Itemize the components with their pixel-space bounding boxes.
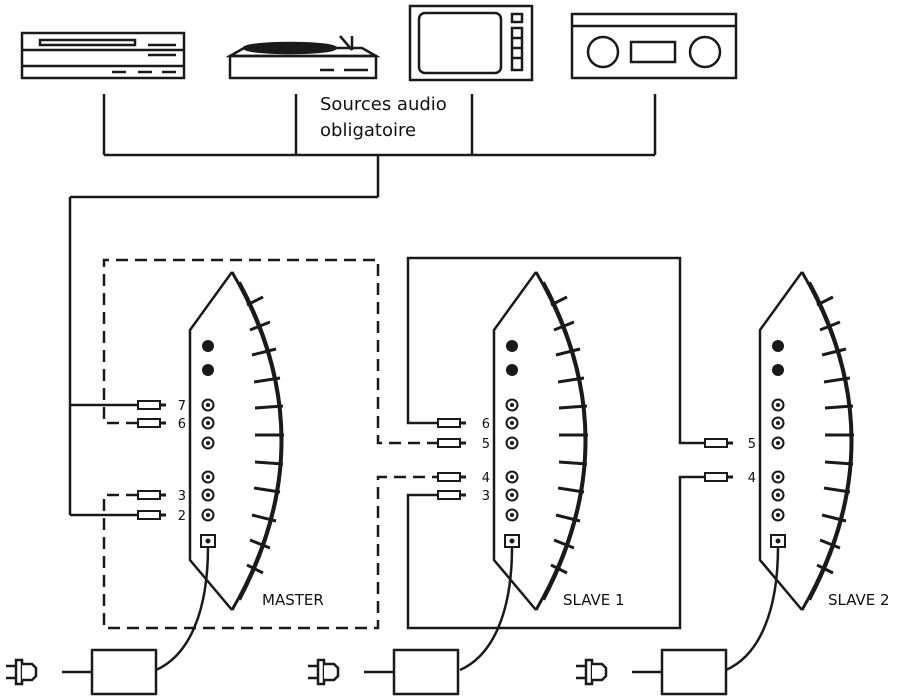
slave1-label: SLAVE 1 (563, 591, 625, 609)
slave1-port-label: 5 (482, 437, 490, 452)
slave1-wall-plug-icon (306, 658, 340, 686)
slave1-speaker (492, 270, 590, 612)
power-cords (62, 546, 780, 674)
master-power-adapter-icon (90, 648, 158, 696)
dashed-link-master-slave1 (102, 258, 438, 630)
master-label: MASTER (262, 591, 324, 609)
slave1-port-label: 6 (482, 417, 490, 432)
slave2-wall-plug-icon (574, 658, 608, 686)
source-bus (68, 94, 657, 517)
master-speaker (188, 270, 286, 612)
radio-icon (570, 12, 738, 80)
slave2-label: SLAVE 2 (828, 591, 890, 609)
slave1-port-label: 4 (482, 471, 490, 486)
solid-link-slave1-slave2 (406, 256, 705, 630)
master-port-label: 6 (178, 417, 186, 432)
television-icon (408, 4, 534, 82)
slave2-port-label: 4 (748, 471, 756, 486)
sources-label: Sources audio obligatoire (320, 94, 453, 141)
rca-plugs (136, 399, 735, 521)
sources-label-line-1: Sources audio (320, 94, 447, 115)
master-port-label: 7 (178, 399, 186, 414)
master-port-label: 3 (178, 489, 186, 504)
slave2-speaker (758, 270, 856, 612)
slave2-port-label: 5 (748, 437, 756, 452)
turntable-icon (225, 35, 381, 80)
slave1-port-label: 3 (482, 489, 490, 504)
slave1-power-adapter-icon (392, 648, 460, 696)
master-port-label: 2 (178, 509, 186, 524)
sources-label-line-2: obligatoire (320, 120, 416, 141)
cd-player-icon (20, 31, 186, 80)
slave2-power-adapter-icon (660, 648, 728, 696)
master-wall-plug-icon (4, 658, 38, 686)
